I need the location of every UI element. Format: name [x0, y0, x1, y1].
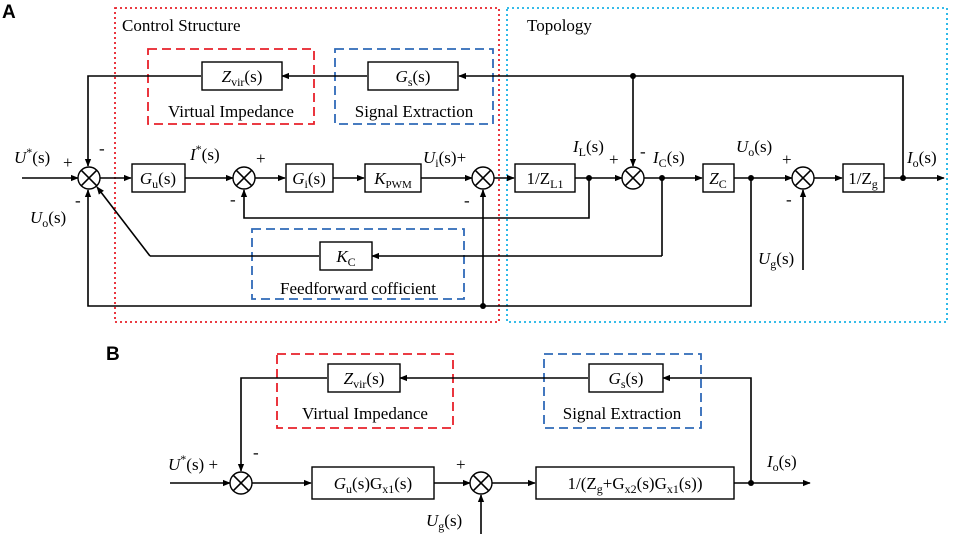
feedforward-label: Feedforward cofficient [280, 279, 436, 298]
svg-text:-: - [464, 191, 470, 210]
virtual-impedance-group [147, 48, 315, 125]
control-structure-region [114, 7, 500, 323]
signal-label-uo: Uo(s) [736, 137, 772, 159]
summing-junction-s1 [77, 166, 101, 190]
gu-block: Gu(s) [131, 163, 186, 193]
svg-text:-: - [230, 190, 236, 209]
summing-junction-s2 [232, 166, 256, 190]
panel-label-a: A [2, 2, 16, 23]
signal-label-i-ref: I*(s) [189, 142, 220, 164]
gi-block: Gi(s) [285, 163, 334, 193]
signal-label-ic: IC(s) [652, 148, 685, 170]
svg-text:+: + [63, 153, 73, 172]
zc-block: ZC [702, 163, 735, 193]
svg-text:Gs(s): Gs(s) [609, 369, 644, 391]
svg-text:+: + [782, 150, 792, 169]
svg-text:KPWM: KPWM [373, 169, 412, 191]
summing-junction-b1 [229, 471, 253, 495]
signal-label-ug-b: Ug(s) [426, 511, 462, 533]
signal-label-u-ref-a: U*(s) [14, 145, 50, 167]
signal-extraction-label-b: Signal Extraction [563, 404, 682, 423]
junction-dot-b [748, 480, 754, 486]
zg-block: 1/Zg [842, 163, 885, 193]
signal-label-io-a: Io(s) [906, 148, 937, 170]
gs-block-b: Gs(s) [588, 363, 664, 393]
signal-extraction-group-b [543, 353, 702, 429]
gs-block-a: Gs(s) [367, 61, 459, 91]
sign-marks-b: - + [253, 443, 466, 474]
svg-text:Gi(s): Gi(s) [292, 169, 326, 191]
topology-region [506, 7, 948, 323]
summing-junction-b2 [469, 471, 493, 495]
feedforward-group [251, 228, 465, 300]
panel-label-b: B [106, 344, 120, 365]
virtual-impedance-group-b [276, 353, 454, 429]
signal-wires-b [170, 374, 811, 534]
svg-text:Zvir(s): Zvir(s) [344, 369, 385, 391]
signal-label-ui: Ui(s)+ [423, 148, 466, 170]
signal-label-io-b: Io(s) [766, 452, 797, 474]
virtual-impedance-label: Virtual Impedance [168, 102, 294, 121]
svg-text:+: + [256, 149, 266, 168]
summing-junction-s3 [471, 166, 495, 190]
signal-label-il: IL(s) [572, 137, 604, 159]
junction-dots-a [480, 73, 906, 309]
svg-text:ZC: ZC [709, 169, 726, 191]
summing-junction-s4 [621, 166, 645, 190]
svg-text:1/ZL1: 1/ZL1 [527, 169, 564, 191]
svg-text:-: - [640, 142, 646, 161]
svg-text:Gu(s): Gu(s) [140, 169, 176, 191]
svg-text:KC: KC [335, 247, 355, 269]
svg-text:1/(Zg+Gx2(s)Gx1(s)): 1/(Zg+Gx2(s)Gx1(s)) [568, 474, 703, 496]
control-structure-title: Control Structure [122, 16, 241, 35]
plant-block: 1/(Zg+Gx2(s)Gx1(s)) [535, 466, 735, 500]
svg-text:-: - [99, 139, 105, 158]
gu-gx1-block: Gu(s)Gx1(s) [311, 466, 435, 500]
svg-text:Zvir(s): Zvir(s) [222, 67, 263, 89]
svg-text:-: - [786, 190, 792, 209]
kpwm-block: KPWM [364, 163, 422, 193]
signal-label-uo-feedback: Uo(s) [30, 208, 66, 230]
signal-label-ug-a: Ug(s) [758, 249, 794, 271]
svg-text:-: - [253, 443, 259, 462]
summing-junction-s5 [791, 166, 815, 190]
svg-text:+: + [609, 150, 619, 169]
svg-text:1/Zg: 1/Zg [848, 169, 878, 191]
signal-label-u-ref-b: U*(s) + [168, 452, 218, 474]
topology-title: Topology [527, 16, 592, 35]
zvir-block-a: Zvir(s) [201, 61, 283, 91]
signal-extraction-label: Signal Extraction [355, 102, 474, 121]
svg-text:Gu(s)Gx1(s): Gu(s)Gx1(s) [334, 474, 412, 496]
svg-text:Gs(s): Gs(s) [396, 67, 431, 89]
svg-text:+: + [456, 455, 466, 474]
kc-block: KC [319, 241, 373, 271]
sign-marks-a: + - - + - - + - + - [63, 139, 792, 210]
svg-text:-: - [75, 191, 81, 210]
zvir-block-b: Zvir(s) [327, 363, 401, 393]
zl1-block: 1/ZL1 [514, 163, 576, 193]
signal-extraction-group [334, 48, 494, 125]
virtual-impedance-label-b: Virtual Impedance [302, 404, 428, 423]
signal-wires-a [22, 72, 945, 307]
